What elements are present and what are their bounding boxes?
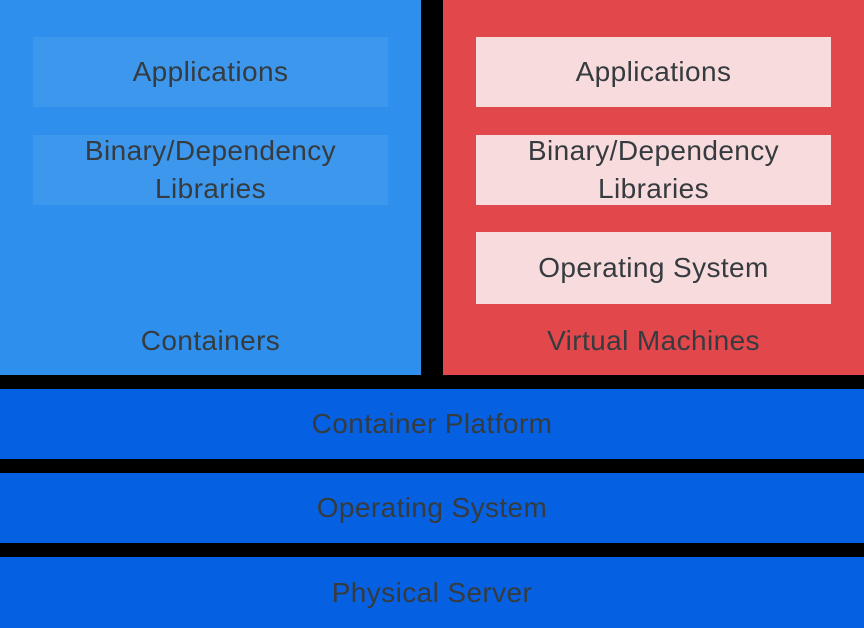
vm-operating-system-label: Operating System <box>538 252 769 283</box>
operating-system-bar: Operating System <box>0 473 864 543</box>
container-platform-label: Container Platform <box>311 408 553 439</box>
vm-applications-box: Applications <box>476 37 831 107</box>
vm-operating-system-box: Operating System <box>476 232 831 304</box>
vm-libraries-label-line2: Libraries <box>598 173 709 204</box>
containers-libraries-box: Binary/Dependency Libraries <box>33 135 388 205</box>
containers-applications-box: Applications <box>33 37 388 107</box>
vm-applications-label: Applications <box>575 56 732 87</box>
container-platform-bar: Container Platform <box>0 389 864 459</box>
virtual-machines-panel-title: Virtual Machines <box>547 325 760 356</box>
vm-libraries-label-line1: Binary/Dependency <box>527 135 780 166</box>
operating-system-label: Operating System <box>316 492 548 523</box>
containers-applications-label: Applications <box>132 56 289 87</box>
containers-libraries-label-line2: Libraries <box>155 173 266 204</box>
top-row: Applications Binary/Dependency Libraries… <box>0 0 864 375</box>
containers-panel: Applications Binary/Dependency Libraries… <box>0 0 421 375</box>
physical-server-bar: Physical Server <box>0 557 864 628</box>
containers-libraries-label-line1: Binary/Dependency <box>84 135 337 166</box>
physical-server-label: Physical Server <box>331 576 533 608</box>
virtual-machines-panel: Applications Binary/Dependency Libraries… <box>443 0 864 375</box>
vm-libraries-box: Binary/Dependency Libraries <box>476 135 831 205</box>
containers-panel-title: Containers <box>140 325 281 356</box>
